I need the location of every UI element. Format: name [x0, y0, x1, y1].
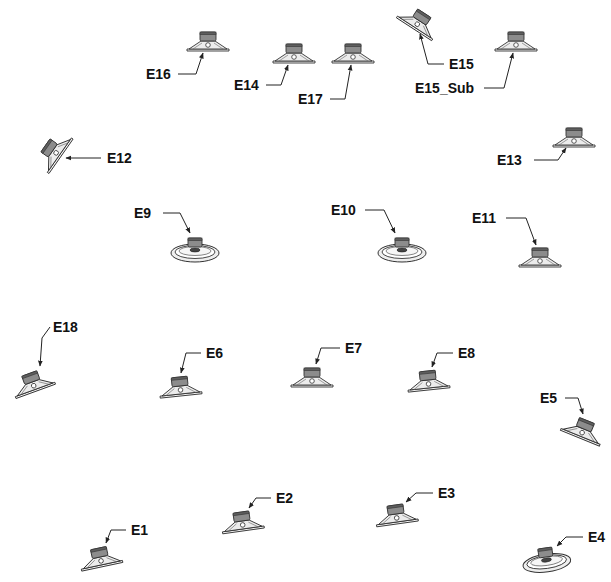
speaker-icon	[273, 44, 315, 63]
leader-line	[420, 34, 444, 64]
leader-line	[565, 398, 583, 414]
leader-line	[40, 327, 50, 366]
speaker-icon	[521, 545, 572, 575]
leader-line	[266, 65, 288, 85]
speaker-label: E12	[106, 150, 133, 166]
speaker-label: E5	[539, 390, 558, 406]
speaker-label: E11	[471, 210, 497, 226]
leader-line	[484, 53, 513, 88]
leader-line	[106, 530, 126, 543]
speaker-icon	[553, 128, 595, 147]
speaker-label: E2	[275, 490, 294, 506]
speaker-label: E10	[330, 202, 357, 218]
leader-line	[534, 148, 566, 160]
speaker-label: E17	[297, 91, 324, 107]
leader-line	[557, 537, 583, 546]
speaker-icon	[560, 413, 606, 446]
speaker-label: E9	[133, 205, 152, 221]
speaker-label: E15	[448, 56, 475, 72]
leader-line	[506, 218, 536, 245]
speaker-icon	[378, 238, 426, 262]
speaker-icon	[495, 32, 537, 51]
speaker-label: E6	[205, 345, 224, 361]
leader-line	[178, 53, 203, 74]
speaker-label: E16	[145, 66, 172, 82]
speaker-icon	[10, 366, 56, 398]
speaker-label: E1	[130, 522, 149, 538]
speaker-label: E8	[457, 345, 476, 361]
leader-line	[406, 493, 433, 502]
leader-line	[365, 210, 395, 233]
leader-line	[432, 353, 453, 367]
leader-line	[316, 348, 340, 364]
speaker-label: E18	[52, 319, 79, 335]
speaker-label: E15_Sub	[414, 80, 475, 96]
leader-line	[66, 158, 101, 159]
leader-line	[181, 353, 201, 373]
speaker-icon	[396, 2, 442, 41]
leader-line	[163, 213, 190, 233]
speaker-icon	[171, 238, 219, 262]
speaker-icon	[33, 128, 73, 173]
speaker-icon	[406, 369, 450, 392]
speaker-icon	[187, 32, 229, 51]
speaker-label: E7	[344, 340, 363, 356]
speaker-label: E13	[496, 152, 523, 168]
speaker-icon	[519, 248, 561, 267]
speaker-label: E14	[233, 77, 260, 93]
speaker-label: E4	[587, 529, 606, 545]
speaker-icon	[220, 509, 264, 534]
leader-line	[249, 498, 271, 508]
speaker-icon	[78, 544, 123, 571]
leader-line	[330, 65, 351, 99]
speaker-icon	[158, 375, 202, 398]
speaker-label: E3	[437, 485, 456, 501]
speaker-icon	[374, 502, 418, 527]
speaker-icon	[291, 368, 333, 387]
speaker-icon	[332, 44, 374, 63]
